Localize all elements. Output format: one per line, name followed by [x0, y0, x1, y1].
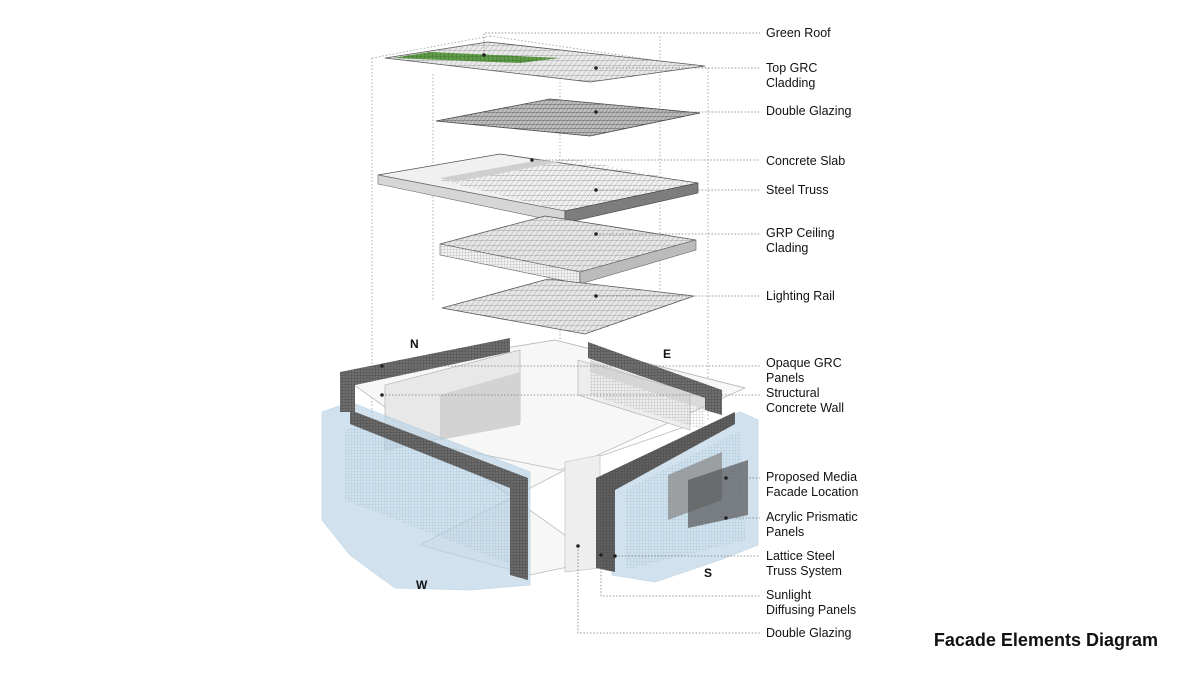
green-roof-strip	[393, 52, 560, 63]
label-double-glazing-bottom: Double Glazing	[766, 626, 852, 640]
lattice-truss-east	[588, 342, 735, 572]
compass-south: S	[704, 566, 713, 580]
lattice-truss-north	[340, 338, 528, 580]
acrylic-panels-west	[321, 401, 531, 591]
leader-dots	[380, 53, 728, 558]
top-grc-cladding-layer	[384, 41, 706, 83]
proposed-media-facade	[668, 452, 748, 528]
label-double-glazing-top: Double Glazing	[766, 104, 852, 118]
leader-lines	[382, 32, 760, 634]
label-lighting-rail: Lighting Rail	[766, 289, 835, 303]
label-concrete-slab: Concrete Slab	[766, 154, 846, 168]
opaque-grc-east-face	[590, 360, 705, 430]
compass-north: N	[410, 337, 419, 351]
double-glazing-top-layer	[435, 98, 701, 137]
label-steel-truss: Steel Truss	[766, 183, 829, 197]
concrete-slab-layer	[377, 153, 699, 224]
lighting-rail-layer	[441, 278, 695, 335]
compass-east: E	[663, 347, 672, 361]
grp-ceiling-layer	[439, 215, 697, 285]
diagram-title: Facade Elements Diagram	[933, 630, 1158, 650]
label-green-roof: Green Roof	[766, 26, 831, 40]
compass-west: W	[416, 578, 428, 592]
